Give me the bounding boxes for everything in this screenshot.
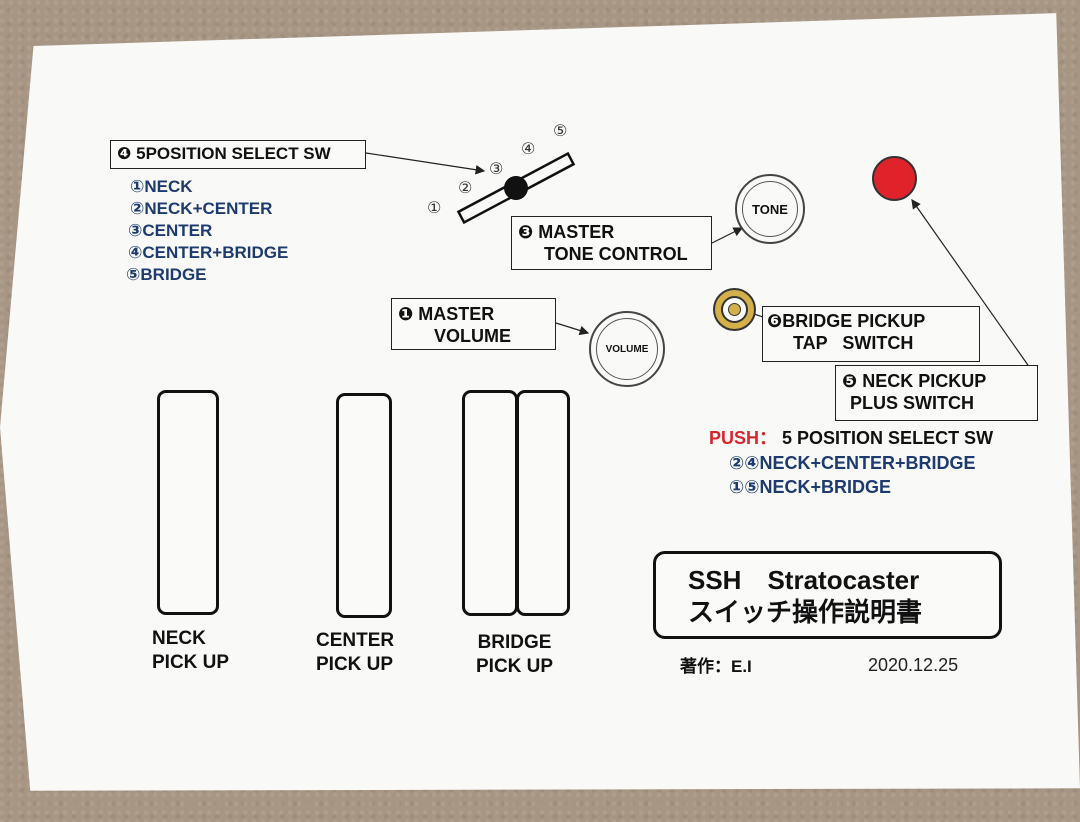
position-mark-3: ③ [489, 161, 504, 178]
position-mark-4: ④ [521, 141, 536, 158]
position-neck-center: ②NECK+CENTER [130, 199, 273, 218]
bridge-tap-line2: TAP SWITCH [793, 333, 914, 353]
neck-pickup-label: NECK PICK UP [152, 627, 229, 675]
bridge-pickup-label-line1: BRIDGE [477, 632, 552, 653]
bridge-pickup-label: BRIDGE PICK UP [476, 631, 553, 679]
neck-plus-label-box: ❺ NECK PICKUP PLUS SWITCH [835, 365, 1038, 421]
bridge-tap-line1: ❻BRIDGE PICKUP [767, 311, 926, 331]
push-title: PUSH： 5 POSITION SELECT SW [709, 427, 993, 449]
volume-knob-label: VOLUME [605, 343, 649, 355]
volume-label-box: ❶ MASTER VOLUME [391, 298, 556, 350]
volume-label-line1: ❶ MASTER [398, 304, 495, 324]
volume-label-line2: VOLUME [434, 326, 512, 346]
center-pickup-label: CENTER PICK UP [316, 629, 394, 677]
bridge-pickup-label-line2: PICK UP [476, 656, 554, 677]
title-line2: スイッチ操作説明書 [688, 597, 923, 627]
selector-arrow [365, 152, 486, 175]
tone-label-box: ❸ MASTER TONE CONTROL [511, 216, 712, 270]
title-line1: SSH Stratocaster [688, 565, 920, 595]
tone-knob-label: TONE [752, 201, 788, 217]
neck-pickup-label-line1: NECK [152, 628, 206, 649]
position-mark-2: ② [458, 180, 473, 197]
push-select-sw: 5 POSITION SELECT SW [782, 428, 994, 448]
selector-position-list: ①NECK ②NECK+CENTER ③CENTER ④CENTER+BRIDG… [126, 176, 288, 286]
center-pickup-label-line2: PICK UP [316, 654, 394, 675]
center-pickup-label-line1: CENTER [316, 630, 395, 651]
plus-switch-arrow [911, 199, 1031, 369]
tone-label-line1: ❸ MASTER [518, 222, 615, 242]
title-box: SSH Stratocaster スイッチ操作説明書 [653, 551, 1002, 639]
red-plus-switch-icon [872, 156, 917, 201]
position-bridge: ⑤BRIDGE [126, 265, 207, 284]
author: 著作：E.I [680, 657, 752, 676]
push-prefix: PUSH： [709, 428, 778, 448]
position-center-bridge: ④CENTER+BRIDGE [128, 243, 289, 262]
neck-plus-line1: ❺ NECK PICKUP [842, 371, 987, 391]
center-pickup-icon [336, 393, 392, 618]
tap-switch-icon [713, 288, 756, 331]
position-mark-5: ⑤ [553, 123, 568, 140]
bridge-pickup-coil1-icon [462, 390, 518, 616]
push-items: ②④NECK+CENTER+BRIDGE ①⑤NECK+BRIDGE [729, 451, 976, 499]
push-item-2: ①⑤NECK+BRIDGE [729, 477, 891, 497]
selector-lever [456, 151, 576, 225]
push-item-1: ②④NECK+CENTER+BRIDGE [729, 453, 976, 473]
bridge-tap-label-box: ❻BRIDGE PICKUP TAP SWITCH [762, 306, 980, 362]
neck-pickup-icon [157, 390, 219, 615]
selector-label-box: ❹ 5POSITION SELECT SW [110, 140, 366, 169]
tone-arrow [711, 227, 744, 244]
neck-pickup-label-line2: PICK UP [152, 652, 230, 673]
bridge-pickup-coil2-icon [516, 390, 570, 616]
selector-title: ❹ 5POSITION SELECT SW [117, 144, 331, 163]
neck-plus-line2: PLUS SWITCH [850, 393, 974, 413]
tone-label-line2: TONE CONTROL [544, 244, 688, 264]
position-center: ③CENTER [128, 221, 213, 240]
position-neck: ①NECK [130, 177, 193, 196]
tone-knob-icon: TONE [735, 174, 805, 244]
volume-knob-icon: VOLUME [589, 311, 665, 387]
volume-arrow [555, 322, 590, 336]
date: 2020.12.25 [868, 655, 959, 675]
position-mark-1: ① [427, 200, 442, 217]
